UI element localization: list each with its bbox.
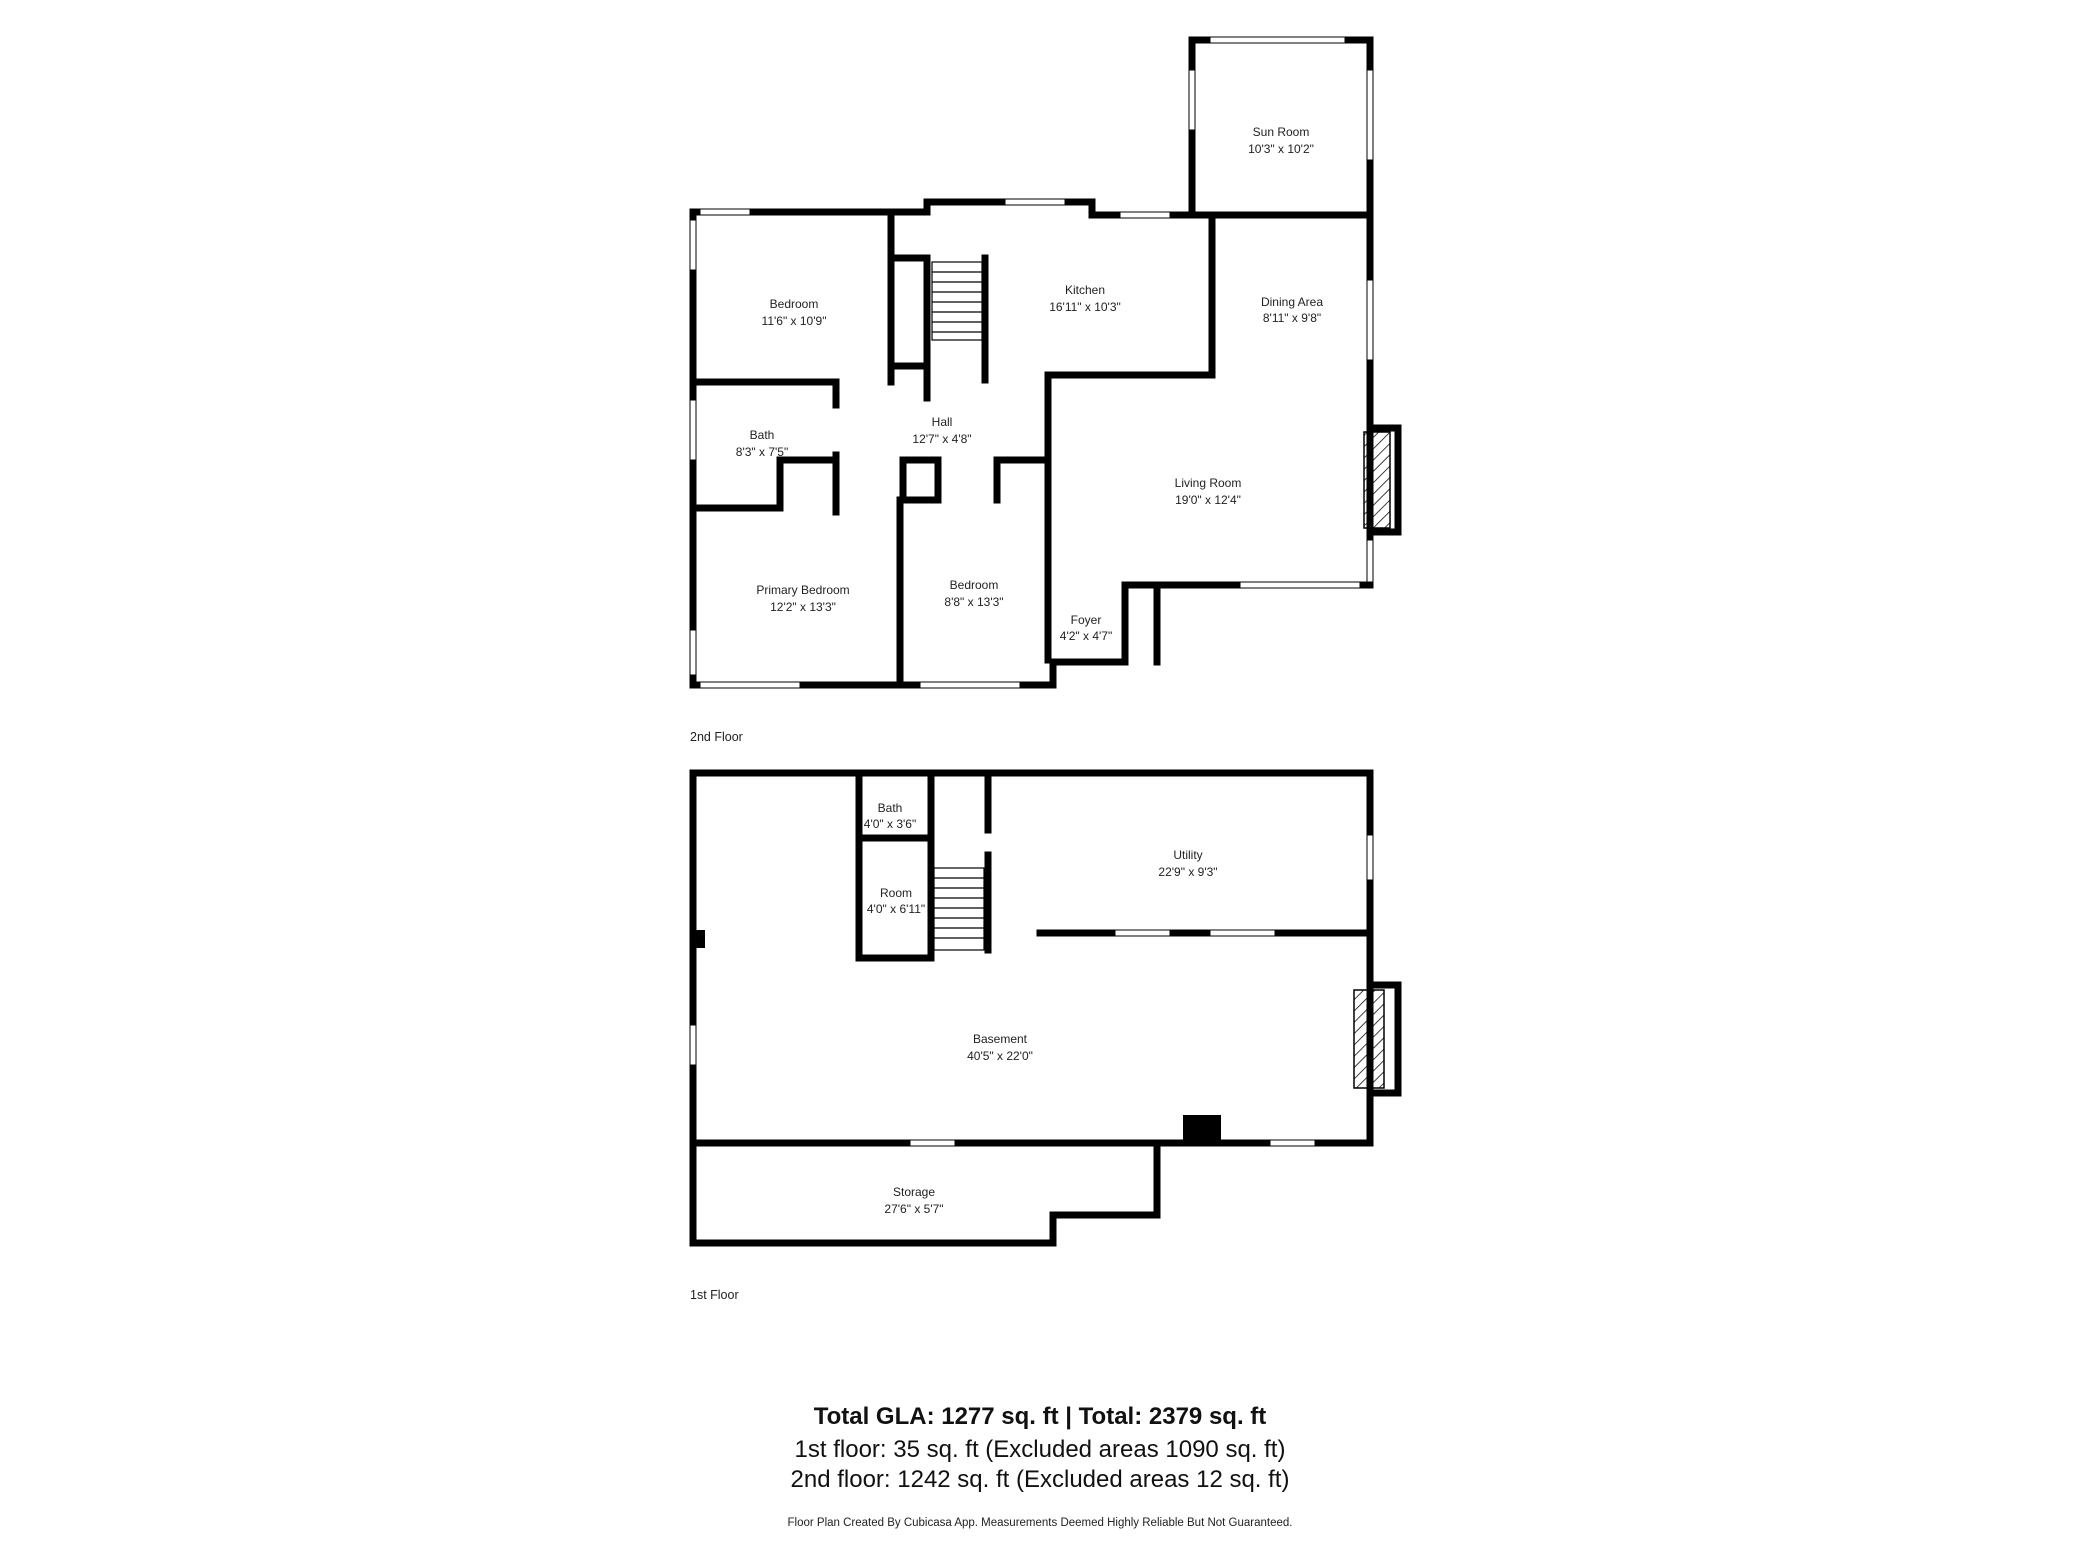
lower-floor-walls: [689, 769, 1402, 1247]
room-size: 12'2" x 13'3": [770, 600, 836, 614]
room-size: 19'0" x 12'4": [1175, 493, 1241, 507]
upper-floor-label: 2nd Floor: [690, 730, 743, 744]
room-name: Basement: [973, 1032, 1028, 1046]
room-size: 8'3" x 7'5": [736, 445, 788, 459]
room-size: 12'7" x 4'8": [912, 432, 971, 446]
room-name: Bath: [750, 428, 775, 442]
lower-fireplace: [1353, 989, 1385, 1089]
room-size: 10'3" x 10'2": [1248, 142, 1314, 156]
total-area-title: Total GLA: 1277 sq. ft | Total: 2379 sq.…: [813, 1403, 1267, 1430]
lower-room-labels: Bath 4'0" x 3'6" Room 4'0" x 6'11" Utili…: [864, 801, 1218, 1216]
room-name: Sun Room: [1253, 125, 1310, 139]
room-name: Utility: [1173, 848, 1202, 862]
room-size: 27'6" x 5'7": [884, 1202, 943, 1216]
room-size: 11'6" x 10'9": [762, 314, 827, 328]
lower-chimney-block: [1183, 1115, 1221, 1145]
room-size: 8'8" x 13'3": [944, 595, 1003, 609]
room-size: 22'9" x 9'3": [1158, 865, 1217, 879]
first-floor-area: 1st floor: 35 sq. ft (Excluded areas 109…: [794, 1436, 1286, 1463]
room-size: 4'2" x 4'7": [1060, 629, 1112, 643]
room-size: 16'11" x 10'3": [1049, 300, 1121, 314]
room-size: 4'0" x 6'11": [867, 902, 925, 916]
lower-floor-label: 1st Floor: [690, 1288, 739, 1302]
room-name: Hall: [932, 415, 953, 429]
room-name: Bedroom: [950, 578, 999, 592]
second-floor-area: 2nd floor: 1242 sq. ft (Excluded areas 1…: [790, 1466, 1290, 1493]
room-name: Living Room: [1175, 476, 1242, 490]
room-size: 8'11" x 9'8": [1263, 311, 1321, 325]
room-size: 4'0" x 3'6": [864, 817, 916, 831]
upper-fireplace: [1363, 431, 1391, 529]
upper-windows: [689, 36, 1374, 689]
room-name: Room: [880, 886, 912, 900]
room-name: Dining Area: [1261, 295, 1323, 309]
room-name: Bath: [878, 801, 903, 815]
lower-column: [693, 930, 705, 948]
lower-windows: [689, 834, 1374, 1147]
lower-stairs: [933, 867, 985, 951]
room-name: Storage: [893, 1185, 935, 1199]
disclaimer-text: Floor Plan Created By Cubicasa App. Meas…: [787, 1517, 1293, 1529]
room-name: Kitchen: [1065, 283, 1105, 297]
room-name: Foyer: [1071, 613, 1102, 627]
room-name: Bedroom: [770, 297, 819, 311]
room-name: Primary Bedroom: [756, 583, 849, 597]
room-size: 40'5" x 22'0": [967, 1049, 1033, 1063]
upper-room-labels: Bedroom 11'6" x 10'9" Kitchen 16'11" x 1…: [736, 125, 1324, 643]
upper-stairs: [931, 261, 983, 341]
